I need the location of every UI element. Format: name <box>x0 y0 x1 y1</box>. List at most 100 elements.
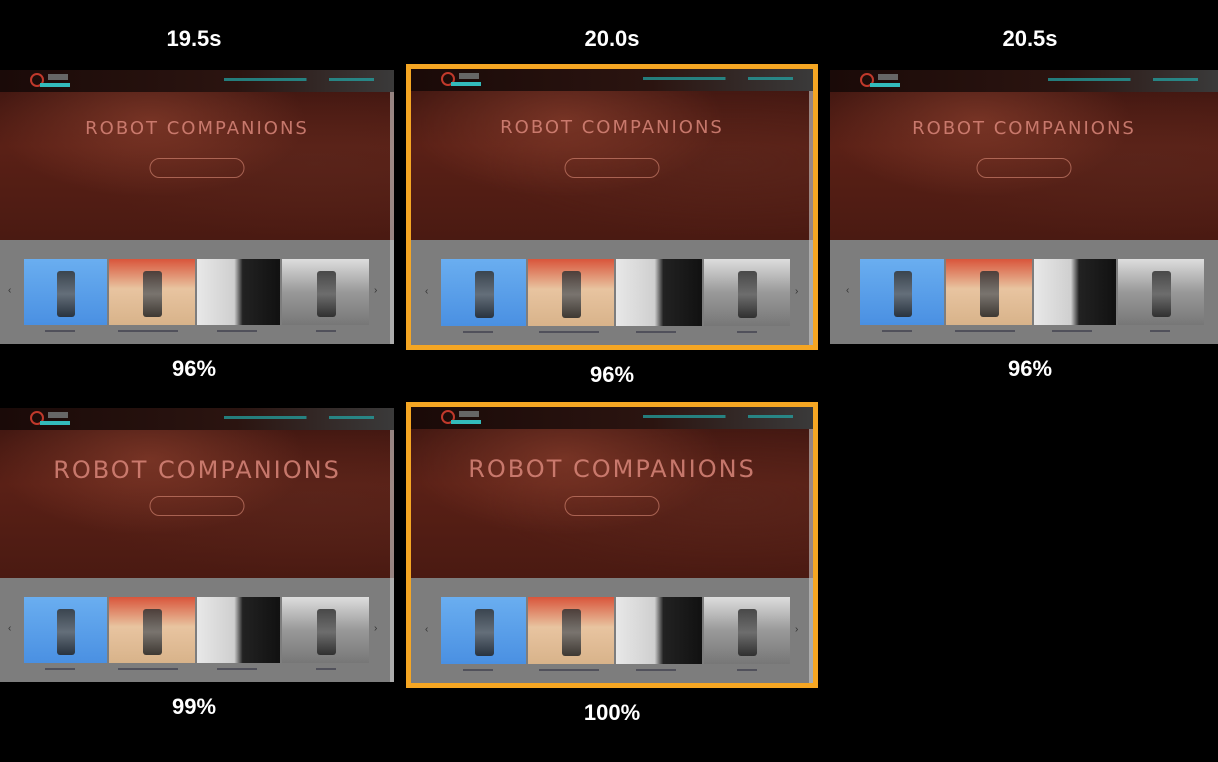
filmstrip-frame[interactable]: ROBOT COMPANIONS ‹ › <box>0 408 394 682</box>
nav-links <box>643 415 793 418</box>
logo-icon <box>441 72 455 86</box>
gallery-thumb <box>946 259 1032 325</box>
hero-banner: ROBOT COMPANIONS <box>0 408 394 578</box>
scrollbar <box>390 430 394 682</box>
chevron-right-icon: › <box>374 285 378 297</box>
caption-line <box>1052 330 1092 333</box>
logo-wordmark <box>48 412 68 418</box>
robot-image <box>475 609 494 656</box>
caption-line <box>118 330 178 333</box>
gallery-thumb <box>528 597 614 664</box>
hero-title: ROBOT COMPANIONS <box>53 455 341 484</box>
chevron-left-icon: ‹ <box>8 285 12 297</box>
gallery-thumb <box>616 597 702 664</box>
logo-wordmark <box>459 411 479 417</box>
site-header <box>830 70 1218 92</box>
logo-bar <box>451 420 481 424</box>
caption-line <box>636 669 676 672</box>
nav-links <box>224 416 374 419</box>
gallery-thumb <box>1118 259 1204 325</box>
frame-time-label: 20.0s <box>584 26 640 51</box>
robot-image <box>57 270 76 317</box>
logo-bar <box>40 83 70 87</box>
robot-image <box>475 271 494 318</box>
logo-bar <box>870 83 900 87</box>
frame-time-label: 20.5s <box>1002 26 1058 51</box>
site-header <box>411 69 813 91</box>
logo-icon <box>30 411 44 425</box>
robot-image <box>143 608 163 655</box>
filmstrip-frame[interactable]: ROBOT COMPANIONS ‹ › <box>0 70 394 344</box>
hero-banner: ROBOT COMPANIONS <box>411 407 813 579</box>
scrollbar <box>809 91 813 345</box>
robot-image <box>316 270 336 317</box>
robot-gallery: ‹ › <box>411 259 813 326</box>
gallery-thumb <box>197 259 280 325</box>
caption-line <box>539 669 599 672</box>
site-header <box>411 407 813 429</box>
hero-title: ROBOT COMPANIONS <box>468 454 756 483</box>
robot-image <box>738 271 758 318</box>
caption-line <box>45 668 75 671</box>
caption-line <box>463 331 493 334</box>
visual-progress-label: 100% <box>583 700 641 725</box>
robot-gallery: ‹ <box>830 259 1218 325</box>
gallery-thumb <box>197 597 280 663</box>
caption-line <box>217 668 257 671</box>
hero-button <box>149 158 245 179</box>
gallery-thumb <box>24 597 107 663</box>
logo-icon <box>30 73 44 87</box>
caption-line <box>1150 330 1170 333</box>
visual-progress-label: 96% <box>589 362 635 387</box>
gallery-thumb <box>441 259 526 326</box>
frame-time-label: 19.5s <box>166 26 222 51</box>
robot-gallery: ‹ › <box>0 259 394 325</box>
caption-line <box>737 331 757 334</box>
caption-line <box>316 330 336 333</box>
hero-button <box>149 496 245 517</box>
robot-gallery: ‹ › <box>0 597 394 663</box>
logo-wordmark <box>878 74 898 80</box>
gallery-thumb <box>704 259 790 326</box>
logo-icon <box>860 73 874 87</box>
chevron-right-icon: › <box>795 623 799 635</box>
caption-line <box>955 330 1015 333</box>
hero-title: ROBOT COMPANIONS <box>912 117 1136 139</box>
caption-line <box>737 669 757 672</box>
filmstrip-frame[interactable]: ROBOT COMPANIONS ‹ › <box>406 64 818 350</box>
gallery-thumb <box>616 259 702 326</box>
gallery-thumb <box>441 597 526 664</box>
gallery-thumb <box>109 259 195 325</box>
robot-image <box>562 271 582 318</box>
filmstrip-frame[interactable]: ROBOT COMPANIONS ‹ › <box>406 402 818 688</box>
robot-image <box>738 609 758 656</box>
hero-title: ROBOT COMPANIONS <box>500 116 724 138</box>
caption-line <box>316 668 336 671</box>
chevron-right-icon: › <box>795 285 799 297</box>
robot-image <box>316 608 336 655</box>
chevron-left-icon: ‹ <box>425 285 429 297</box>
hero-banner: ROBOT COMPANIONS <box>0 70 394 240</box>
site-header <box>0 70 394 92</box>
hero-button <box>564 495 660 516</box>
robot-image <box>562 609 582 656</box>
gallery-captions <box>0 668 394 671</box>
caption-line <box>118 668 178 671</box>
chevron-right-icon: › <box>374 623 378 635</box>
nav-links <box>1048 78 1198 81</box>
caption-line <box>463 669 493 672</box>
robot-image <box>980 270 1000 317</box>
hero-button <box>976 158 1072 179</box>
chevron-left-icon: ‹ <box>8 623 12 635</box>
logo-bar <box>40 421 70 425</box>
caption-line <box>636 331 676 334</box>
gallery-thumb <box>109 597 195 663</box>
hero-title: ROBOT COMPANIONS <box>85 117 309 139</box>
robot-image <box>893 270 913 317</box>
gallery-thumb <box>282 597 369 663</box>
filmstrip-frame[interactable]: ROBOT COMPANIONS ‹ <box>830 70 1218 344</box>
nav-links <box>224 78 374 81</box>
robot-image <box>1152 270 1172 317</box>
gallery-captions <box>0 330 394 333</box>
gallery-thumb <box>528 259 614 326</box>
